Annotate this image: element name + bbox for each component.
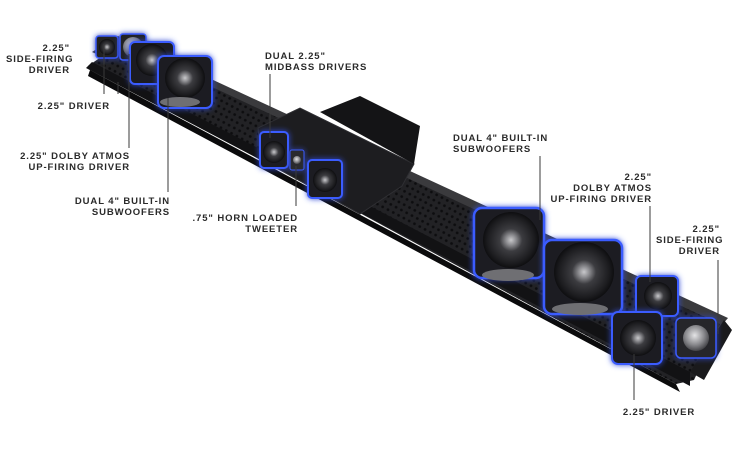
right-driver-cluster <box>472 206 717 365</box>
label-line: 2.25" DRIVER <box>37 101 110 112</box>
label-line: 2.25" <box>692 224 720 235</box>
left-driver-cluster <box>95 33 213 109</box>
label-midbass-drivers: DUAL 2.25" MIDBASS DRIVERS <box>265 51 375 73</box>
label-subwoofers-right: DUAL 4" BUILT-IN SUBWOOFERS <box>453 133 563 155</box>
label-line: SUBWOOFERS <box>453 144 532 155</box>
label-line: SIDE-FIRING <box>656 235 724 246</box>
label-side-firing-driver-left: 2.25" SIDE-FIRING DRIVER <box>6 43 74 76</box>
label-line: UP-FIRING DRIVER <box>550 194 652 205</box>
label-side-firing-driver-right: 2.25" SIDE-FIRING DRIVER <box>656 224 724 257</box>
label-driver-left: 2.25" DRIVER <box>22 101 110 112</box>
label-line: 2.25" DOLBY ATMOS <box>20 151 130 162</box>
label-line: DUAL 2.25" <box>265 51 326 62</box>
label-line: .75" HORN LOADED <box>192 213 298 224</box>
label-line: UP-FIRING DRIVER <box>28 162 130 173</box>
leader-lines <box>103 44 719 400</box>
label-subwoofers-left: DUAL 4" BUILT-IN SUBWOOFERS <box>60 196 170 218</box>
label-horn-tweeter: .75" HORN LOADED TWEETER <box>190 213 298 235</box>
center-driver-cluster <box>259 131 343 199</box>
label-line: DUAL 4" BUILT-IN <box>74 196 170 207</box>
label-line: TWEETER <box>245 224 298 235</box>
label-driver-right: 2.25" DRIVER <box>614 407 704 418</box>
label-line: SIDE-FIRING <box>6 54 74 65</box>
label-line: DRIVER <box>678 246 720 257</box>
label-line: DRIVER <box>28 65 70 76</box>
label-line: 2.25" <box>624 172 652 183</box>
label-line: 2.25" DRIVER <box>622 407 696 418</box>
label-line: SUBWOOFERS <box>91 207 170 218</box>
label-atmos-driver-left: 2.25" DOLBY ATMOS UP-FIRING DRIVER <box>10 151 130 173</box>
label-line: DOLBY ATMOS <box>573 183 652 194</box>
label-line: MIDBASS DRIVERS <box>265 62 368 73</box>
label-line: DUAL 4" BUILT-IN <box>453 133 549 144</box>
label-atmos-driver-right: 2.25" DOLBY ATMOS UP-FIRING DRIVER <box>540 172 652 205</box>
label-line: 2.25" <box>42 43 70 54</box>
